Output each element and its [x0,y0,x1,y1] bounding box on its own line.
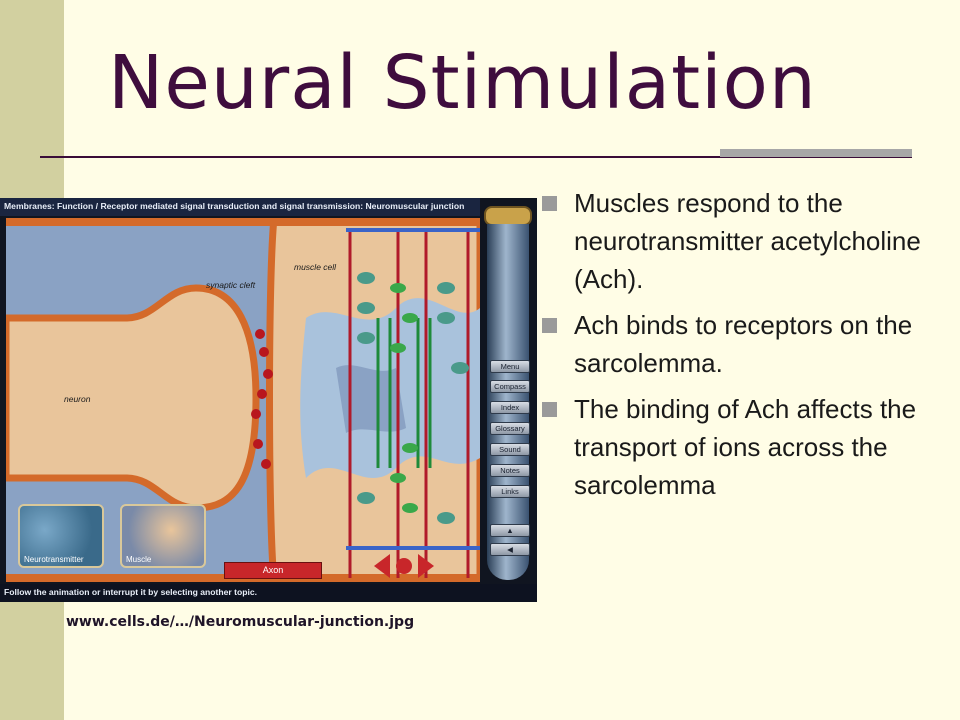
nav-links-button[interactable]: Links [490,485,530,498]
tube-cap [484,206,532,226]
neuromuscular-junction-image: Membranes: Function / Receptor mediated … [0,198,537,602]
thumbnail-neurotransmitter-label: Neurotransmitter [24,555,84,564]
label-neuron: neuron [64,394,91,404]
nav-menu-button[interactable]: Menu [490,360,530,373]
title-rule-line [40,156,912,158]
image-header-bar: Membranes: Function / Receptor mediated … [0,198,480,216]
bullet-square-icon [542,318,557,333]
scroll-up-button[interactable]: ▲ [490,524,530,537]
bullet-text: Muscles respond to the neurotransmitter … [574,188,921,294]
image-header-text: Membranes: Function / Receptor mediated … [4,201,465,211]
axon-button[interactable]: Axon [224,562,322,579]
label-muscle-cell: muscle cell [294,262,337,272]
bullet-text: Ach binds to receptors on the sarcolemma… [574,310,913,378]
nav-sound-button[interactable]: Sound [490,443,530,456]
thumbnail-neurotransmitter[interactable]: Neurotransmitter [18,504,104,568]
junction-diagram [6,218,480,582]
image-footer-bar: Follow the animation or interrupt it by … [0,584,537,602]
title-rule-bar [720,149,912,157]
nav-compass-button[interactable]: Compass [490,380,530,393]
bullet-square-icon [542,196,557,211]
bullet-item: Muscles respond to the neurotransmitter … [540,184,940,298]
image-source-caption: www.cells.de/…/Neuromuscular-junction.jp… [66,614,415,630]
bullet-item: The binding of Ach affects the transport… [540,390,940,504]
bullet-item: Ach binds to receptors on the sarcolemma… [540,306,940,382]
nav-notes-button[interactable]: Notes [490,464,530,477]
nav-glossary-button[interactable]: Glossary [490,422,530,435]
slide-title: Neural Stimulation [108,40,817,126]
label-synaptic-cleft: synaptic cleft [206,280,256,290]
image-footer-text: Follow the animation or interrupt it by … [4,587,258,597]
thumbnail-muscle[interactable]: Muscle [120,504,206,568]
scroll-left-button[interactable]: ◀ [490,543,530,556]
nav-index-button[interactable]: Index [490,401,530,414]
bullet-square-icon [542,402,557,417]
bullet-text: The binding of Ach affects the transport… [574,394,917,500]
bullet-list: Muscles respond to the neurotransmitter … [540,184,940,512]
thumbnail-muscle-label: Muscle [126,555,152,564]
